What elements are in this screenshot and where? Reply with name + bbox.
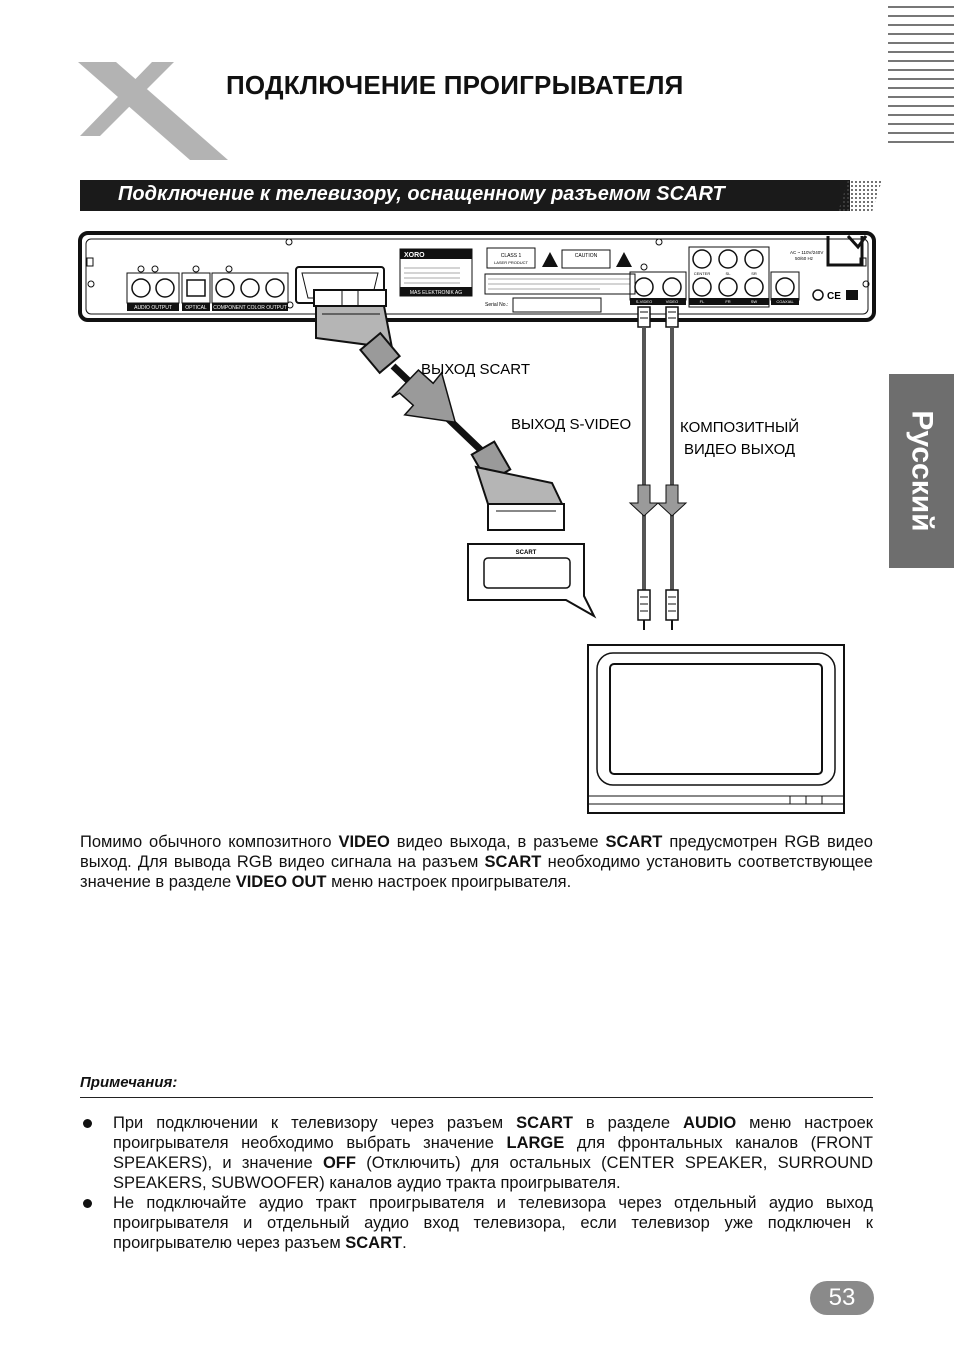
arrow-down-icon <box>391 369 457 424</box>
note-item: Не подключайте аудио тракт проигрывателя… <box>80 1193 873 1253</box>
serial-label: Serial No.: <box>485 302 508 308</box>
sr-label: SR <box>751 271 757 276</box>
class1-label: CLASS 1 <box>501 253 522 259</box>
language-tab: Русский <box>889 374 954 568</box>
section-header-bar <box>80 180 850 211</box>
composite-output-label-line1: КОМПОЗИТНЫЙ <box>680 418 799 436</box>
tv-scart-label: SCART <box>516 550 537 556</box>
notes-list: При подключении к телевизору через разъе… <box>80 1113 873 1253</box>
fl-label: FL <box>700 299 705 304</box>
ce-mark-icon: CE <box>827 291 841 302</box>
audio-output-label: AUDIO OUTPUT <box>134 305 172 311</box>
video-port-label: VIDEO <box>666 299 678 304</box>
component-output-label: COMPONENT COLOR OUTPUT <box>213 305 287 311</box>
composite-output-label-line2: ВИДЕО ВЫХОД <box>684 441 795 458</box>
sl-label: SL <box>726 271 732 276</box>
sw-label: SW <box>751 299 758 304</box>
body-paragraph: Помимо обычного композитного VIDEO видео… <box>80 833 873 891</box>
notes-heading: Примечания: <box>80 1074 178 1091</box>
svideo-output-label: ВЫХОД S-VIDEO <box>511 416 631 433</box>
dvd-player-rear-panel: AUDIO OUTPUT OPTICAL COMPONENT COLOR OUT… <box>78 231 876 322</box>
page-number: 53 <box>828 1284 856 1311</box>
arrow-down-icon <box>628 484 660 517</box>
scart-output-label: ВЫХОД SCART <box>421 361 530 378</box>
svideo-port-label: S-VIDEO <box>636 299 652 304</box>
bullet-icon <box>83 1119 92 1128</box>
laser-product-label: LASER PRODUCT <box>494 260 529 265</box>
arrow-down-icon <box>656 484 688 517</box>
connection-diagram: AUDIO OUTPUT OPTICAL COMPONENT COLOR OUT… <box>78 231 876 814</box>
section-title: Подключение к телевизору, оснащенному ра… <box>118 183 725 205</box>
tv-set <box>587 644 845 814</box>
hz-label: 50/60 Hz <box>795 256 814 261</box>
center-label: CENTER <box>694 271 711 276</box>
dot-pattern-icon <box>838 180 882 212</box>
rca-cables <box>637 306 679 630</box>
optical-label: OPTICAL <box>185 305 207 311</box>
xoro-logo-icon <box>78 62 228 160</box>
fr-label: FR <box>725 299 730 304</box>
coaxial-label: COAXIAL <box>776 299 794 304</box>
page-number-badge: 53 <box>810 1281 874 1315</box>
brand-label: XORO <box>404 252 425 259</box>
caution-label: CAUTION <box>575 253 598 259</box>
decorative-stripes <box>888 6 954 150</box>
tv-scart-socket: SCART <box>467 543 597 619</box>
page-title: ПОДКЛЮЧЕНИЕ ПРОИГРЫВАТЕЛЯ <box>226 70 684 100</box>
notes-divider <box>80 1097 873 1098</box>
scart-cable <box>313 289 565 531</box>
mas-label: MAS ELEKTRONIK AG <box>410 290 462 296</box>
note-item: При подключении к телевизору через разъе… <box>80 1113 873 1193</box>
bullet-icon <box>83 1199 92 1208</box>
ac-label: AC ~ 110V/240V <box>790 250 823 255</box>
